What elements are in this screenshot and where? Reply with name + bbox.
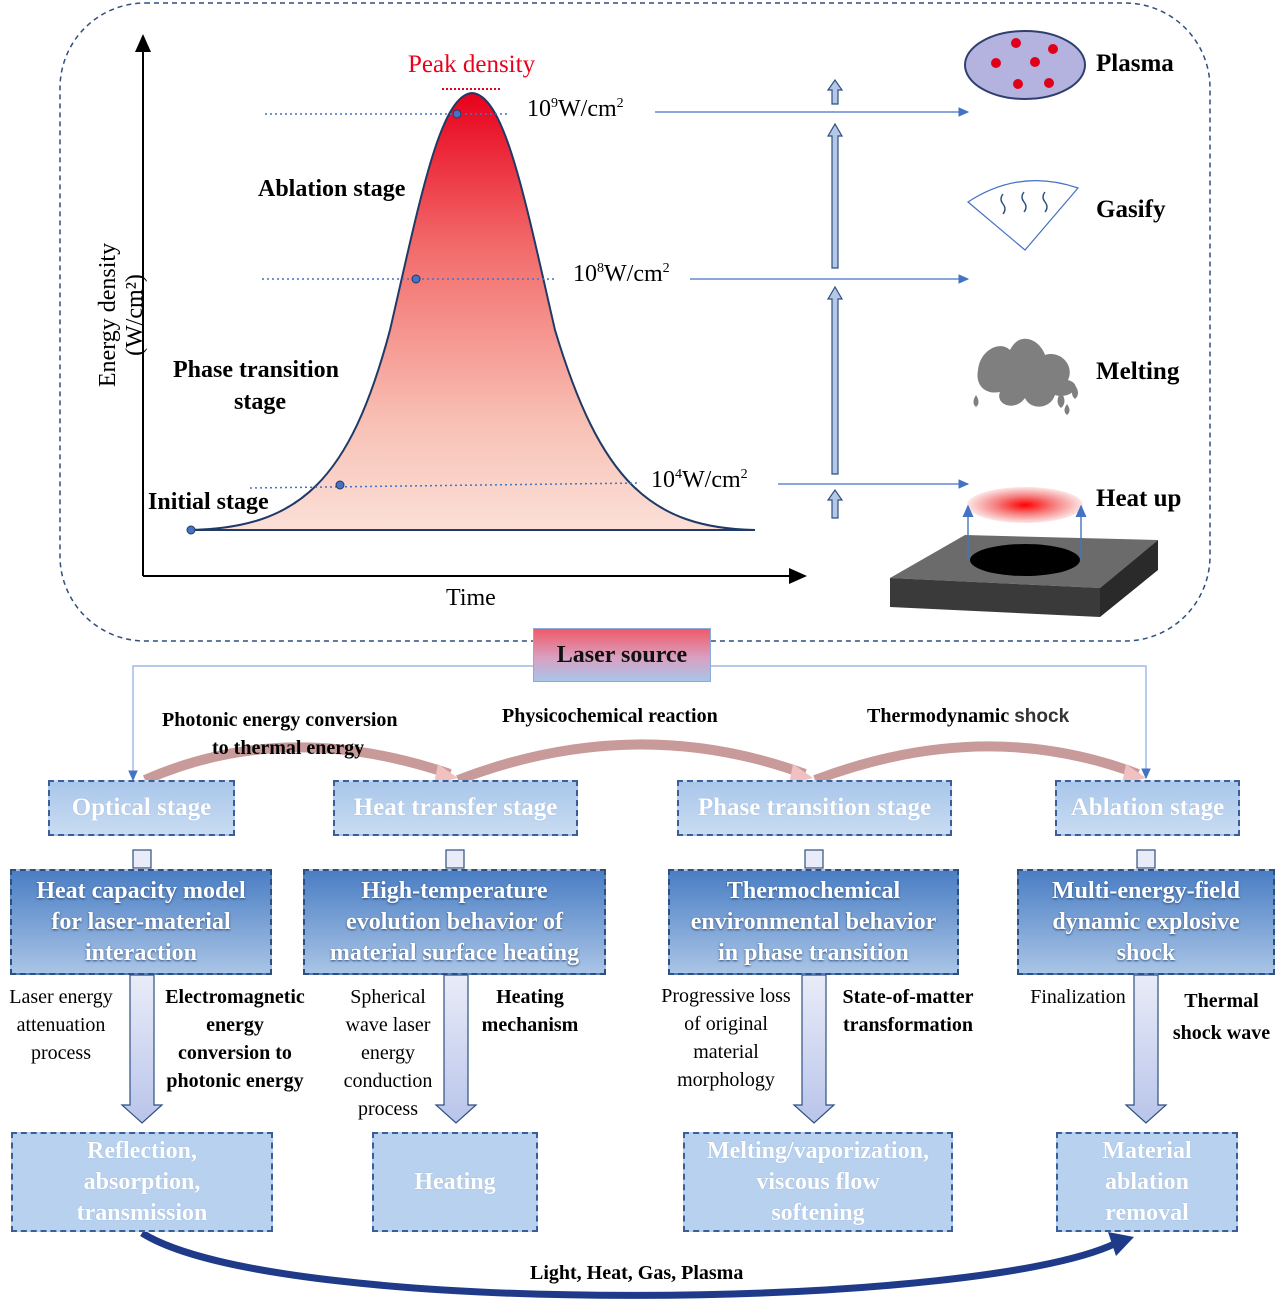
up-arrow-top: [826, 78, 844, 105]
transition-label-photonic-2: to thermal energy: [212, 737, 365, 759]
up-arrow-upper: [826, 122, 844, 269]
gasify-icon: [966, 179, 1080, 251]
level-label-1e4: 104W/cm2: [651, 467, 748, 493]
state-plasma: Plasma: [1096, 50, 1174, 77]
transition-label-photonic-1: Photonic energy conversion: [162, 709, 398, 731]
ablation-stage-label: Ablation stage: [258, 176, 406, 202]
transition-arrow-3: [813, 741, 1146, 785]
state-heat-up: Heat up: [1096, 485, 1182, 512]
bottom-cycle-label: Light, Heat, Gas, Plasma: [530, 1262, 744, 1284]
point-1e8: [411, 274, 421, 284]
transition-label-physicochemical: Physicochemical reaction: [502, 705, 718, 727]
phase-transition-label-2: stage: [234, 389, 286, 415]
transition-arrow-2: [456, 739, 813, 785]
laser-source-box: Laser source: [533, 628, 711, 682]
flow-diagram: [120, 665, 1168, 1299]
up-arrow-bottom: [826, 488, 844, 519]
plasma-icon: [964, 30, 1086, 100]
down-arrow-optical: [120, 974, 164, 1124]
transition-arrow-1: [142, 742, 458, 785]
peak-density-label: Peak density: [408, 51, 536, 78]
down-arrow-small: [132, 849, 1156, 869]
note-ablation-left: Finalization: [1030, 986, 1126, 1008]
point-1e9: [452, 109, 462, 119]
energy-curve: [189, 91, 756, 531]
stage-phase-transition: Phase transition stage: [677, 780, 952, 836]
melting-icon: [973, 338, 1078, 415]
result-reflection: Reflection,absorption,transmission: [11, 1132, 273, 1232]
energy-diagram: [59, 2, 1211, 642]
level-line-1e4: [249, 482, 641, 489]
bottom-cycle-arrow: [140, 1230, 1134, 1299]
down-arrow-ablation: [1124, 974, 1168, 1124]
point-1e4: [335, 480, 345, 490]
transition-label-thermodynamic: Thermodynamic shock: [867, 705, 1070, 727]
level-label-1e9: 109W/cm2: [527, 96, 624, 122]
stage-optical: Optical stage: [48, 780, 235, 836]
top-panel-frame: [59, 2, 1211, 642]
phase-transition-label-1: Phase transition: [173, 357, 340, 383]
result-heating: Heating: [372, 1132, 538, 1232]
down-arrow-heat: [434, 974, 478, 1124]
point-start: [186, 525, 196, 535]
down-arrow-phase: [792, 974, 836, 1124]
stage-heat-transfer: Heat transfer stage: [333, 780, 578, 836]
initial-stage-label: Initial stage: [148, 489, 269, 515]
state-gasify: Gasify: [1096, 196, 1166, 223]
laser-line-right: [708, 665, 1151, 780]
laser-line-left: [128, 665, 536, 782]
level-label-1e8: 108W/cm2: [573, 261, 670, 287]
stage-ablation: Ablation stage: [1055, 780, 1240, 836]
heat-up-icon: [890, 487, 1158, 617]
up-arrow-lower: [826, 285, 844, 475]
x-axis-label: Time: [446, 585, 496, 611]
laser-source-label: Laser source: [556, 641, 688, 668]
state-melting: Melting: [1096, 358, 1180, 385]
y-axis-label: Energy density (W/cm²): [95, 242, 148, 388]
